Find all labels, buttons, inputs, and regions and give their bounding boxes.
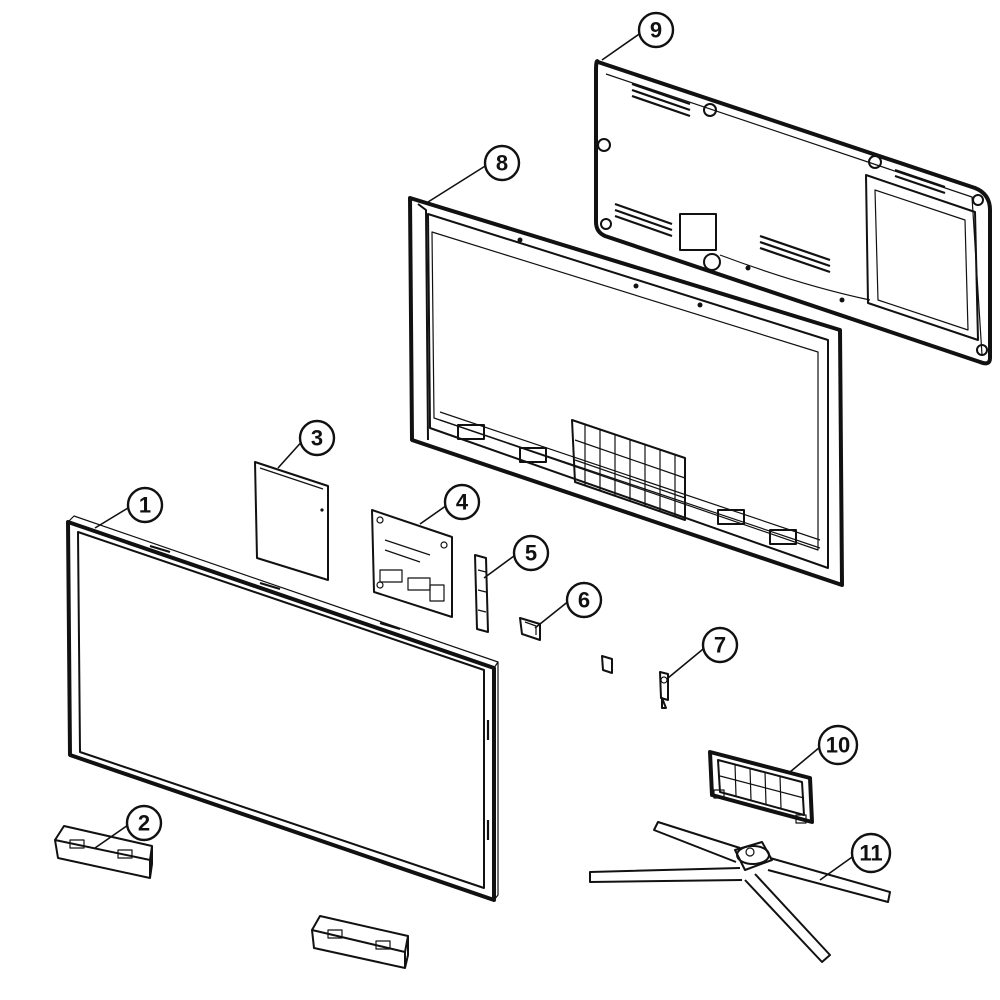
callout-10: 10: [817, 724, 859, 766]
callout-label-1: 1: [139, 493, 151, 518]
function-key-part-7: [659, 671, 669, 709]
foot-right: [311, 915, 409, 969]
callout-label-7: 7: [714, 633, 726, 658]
callout-5: 5: [512, 534, 550, 572]
callout-label-4: 4: [456, 490, 469, 515]
callout-2: 2: [125, 804, 163, 842]
shield-panel-part-3: [254, 461, 329, 581]
callout-label-9: 9: [650, 18, 662, 43]
callout-7: 7: [701, 626, 739, 664]
callout-8: 8: [483, 144, 521, 182]
callout-9: 9: [637, 11, 675, 49]
callout-label-2: 2: [138, 811, 150, 836]
callout-1: 1: [126, 486, 164, 524]
callout-label-6: 6: [578, 588, 590, 613]
stand-bracket-part-10: [708, 750, 814, 824]
callout-label-3: 3: [311, 426, 323, 451]
main-board-part-4: [371, 509, 453, 618]
callout-label-10: 10: [826, 733, 850, 758]
leader-lines: [94, 29, 856, 881]
callout-label-5: 5: [525, 541, 537, 566]
display-panel-part-1: [66, 515, 499, 902]
middle-frame-part-8: [408, 196, 844, 587]
callout-label-11: 11: [859, 841, 882, 866]
callout-label-8: 8: [496, 151, 508, 176]
small-board-part-5: [474, 554, 489, 633]
callout-4: 4: [443, 483, 481, 521]
rear-cover-part-9: [594, 59, 992, 366]
bracket-part-6: [519, 617, 541, 641]
foot-left-part-2: [54, 825, 153, 879]
small-component: [601, 655, 613, 674]
callout-3: 3: [298, 419, 336, 457]
callout-11: 11: [850, 832, 892, 874]
callout-6: 6: [565, 581, 603, 619]
stand-base-part-11: [589, 821, 891, 963]
